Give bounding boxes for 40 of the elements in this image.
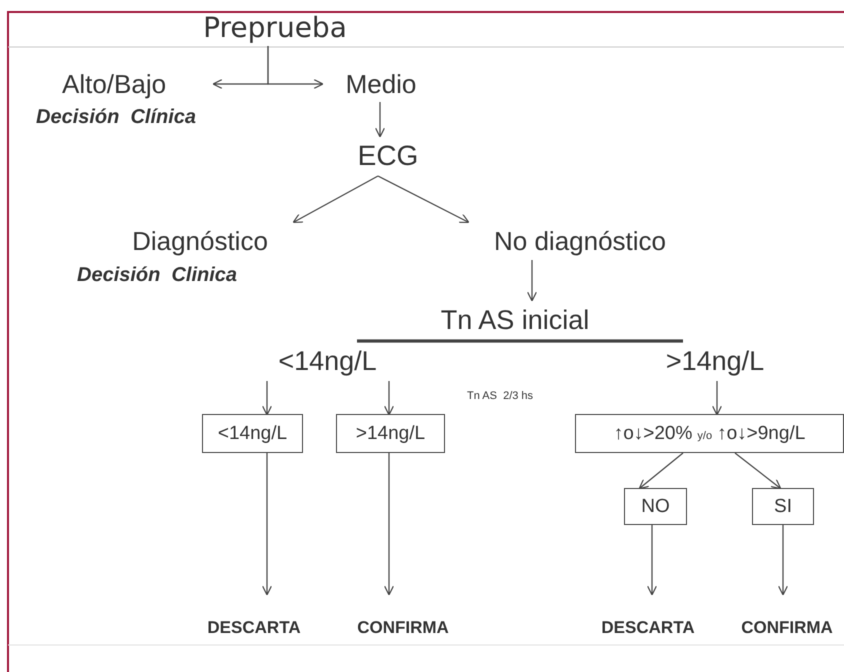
arrow (292, 175, 378, 224)
step-label: No diagnóstico (465, 222, 695, 260)
outcome-label: DESCARTA (586, 594, 710, 638)
arrow (712, 381, 722, 416)
arrow (734, 452, 782, 490)
step-label: Preprueba (190, 8, 360, 46)
criteria-box (575, 414, 844, 453)
result-box: SI (752, 488, 814, 525)
arrow (384, 381, 394, 416)
outcome-label: DESCARTA (190, 594, 318, 638)
arrow (526, 260, 538, 302)
decision-note: Decisión Clínica (36, 106, 196, 129)
arrow (384, 453, 394, 596)
criterion-text: ↑o↓>20% (614, 422, 692, 444)
result-box: NO (624, 488, 687, 525)
criterion-text: ↑o↓>9ng/L (717, 422, 806, 444)
step-label: >14ng/L (650, 341, 780, 381)
decision-note: Decisión Clinica (77, 264, 238, 287)
connector-line (355, 339, 520, 343)
step-label: ECG (345, 136, 431, 176)
step-label: Alto/Bajo (62, 66, 214, 102)
step-label: Diagnóstico (105, 222, 295, 260)
arrow (374, 102, 386, 138)
result-box: >14ng/L (336, 414, 445, 453)
result-box: <14ng/L (202, 414, 303, 453)
step-label: <14ng/L (265, 341, 390, 381)
arrow (267, 46, 324, 90)
arrow (638, 452, 684, 490)
connector-word: y/o (697, 430, 712, 442)
arrow (378, 175, 470, 223)
arrow (262, 453, 272, 596)
arrow (262, 381, 272, 416)
step-label: Medio (322, 66, 440, 102)
connector-line (520, 339, 685, 343)
outcome-label: CONFIRMA (340, 594, 466, 638)
note-label: Tn AS 2/3 hs (467, 390, 534, 402)
outcome-label: CONFIRMA (730, 594, 844, 638)
arrow (646, 525, 658, 596)
step-label: Tn AS inicial (415, 300, 615, 341)
arrow (778, 525, 788, 596)
